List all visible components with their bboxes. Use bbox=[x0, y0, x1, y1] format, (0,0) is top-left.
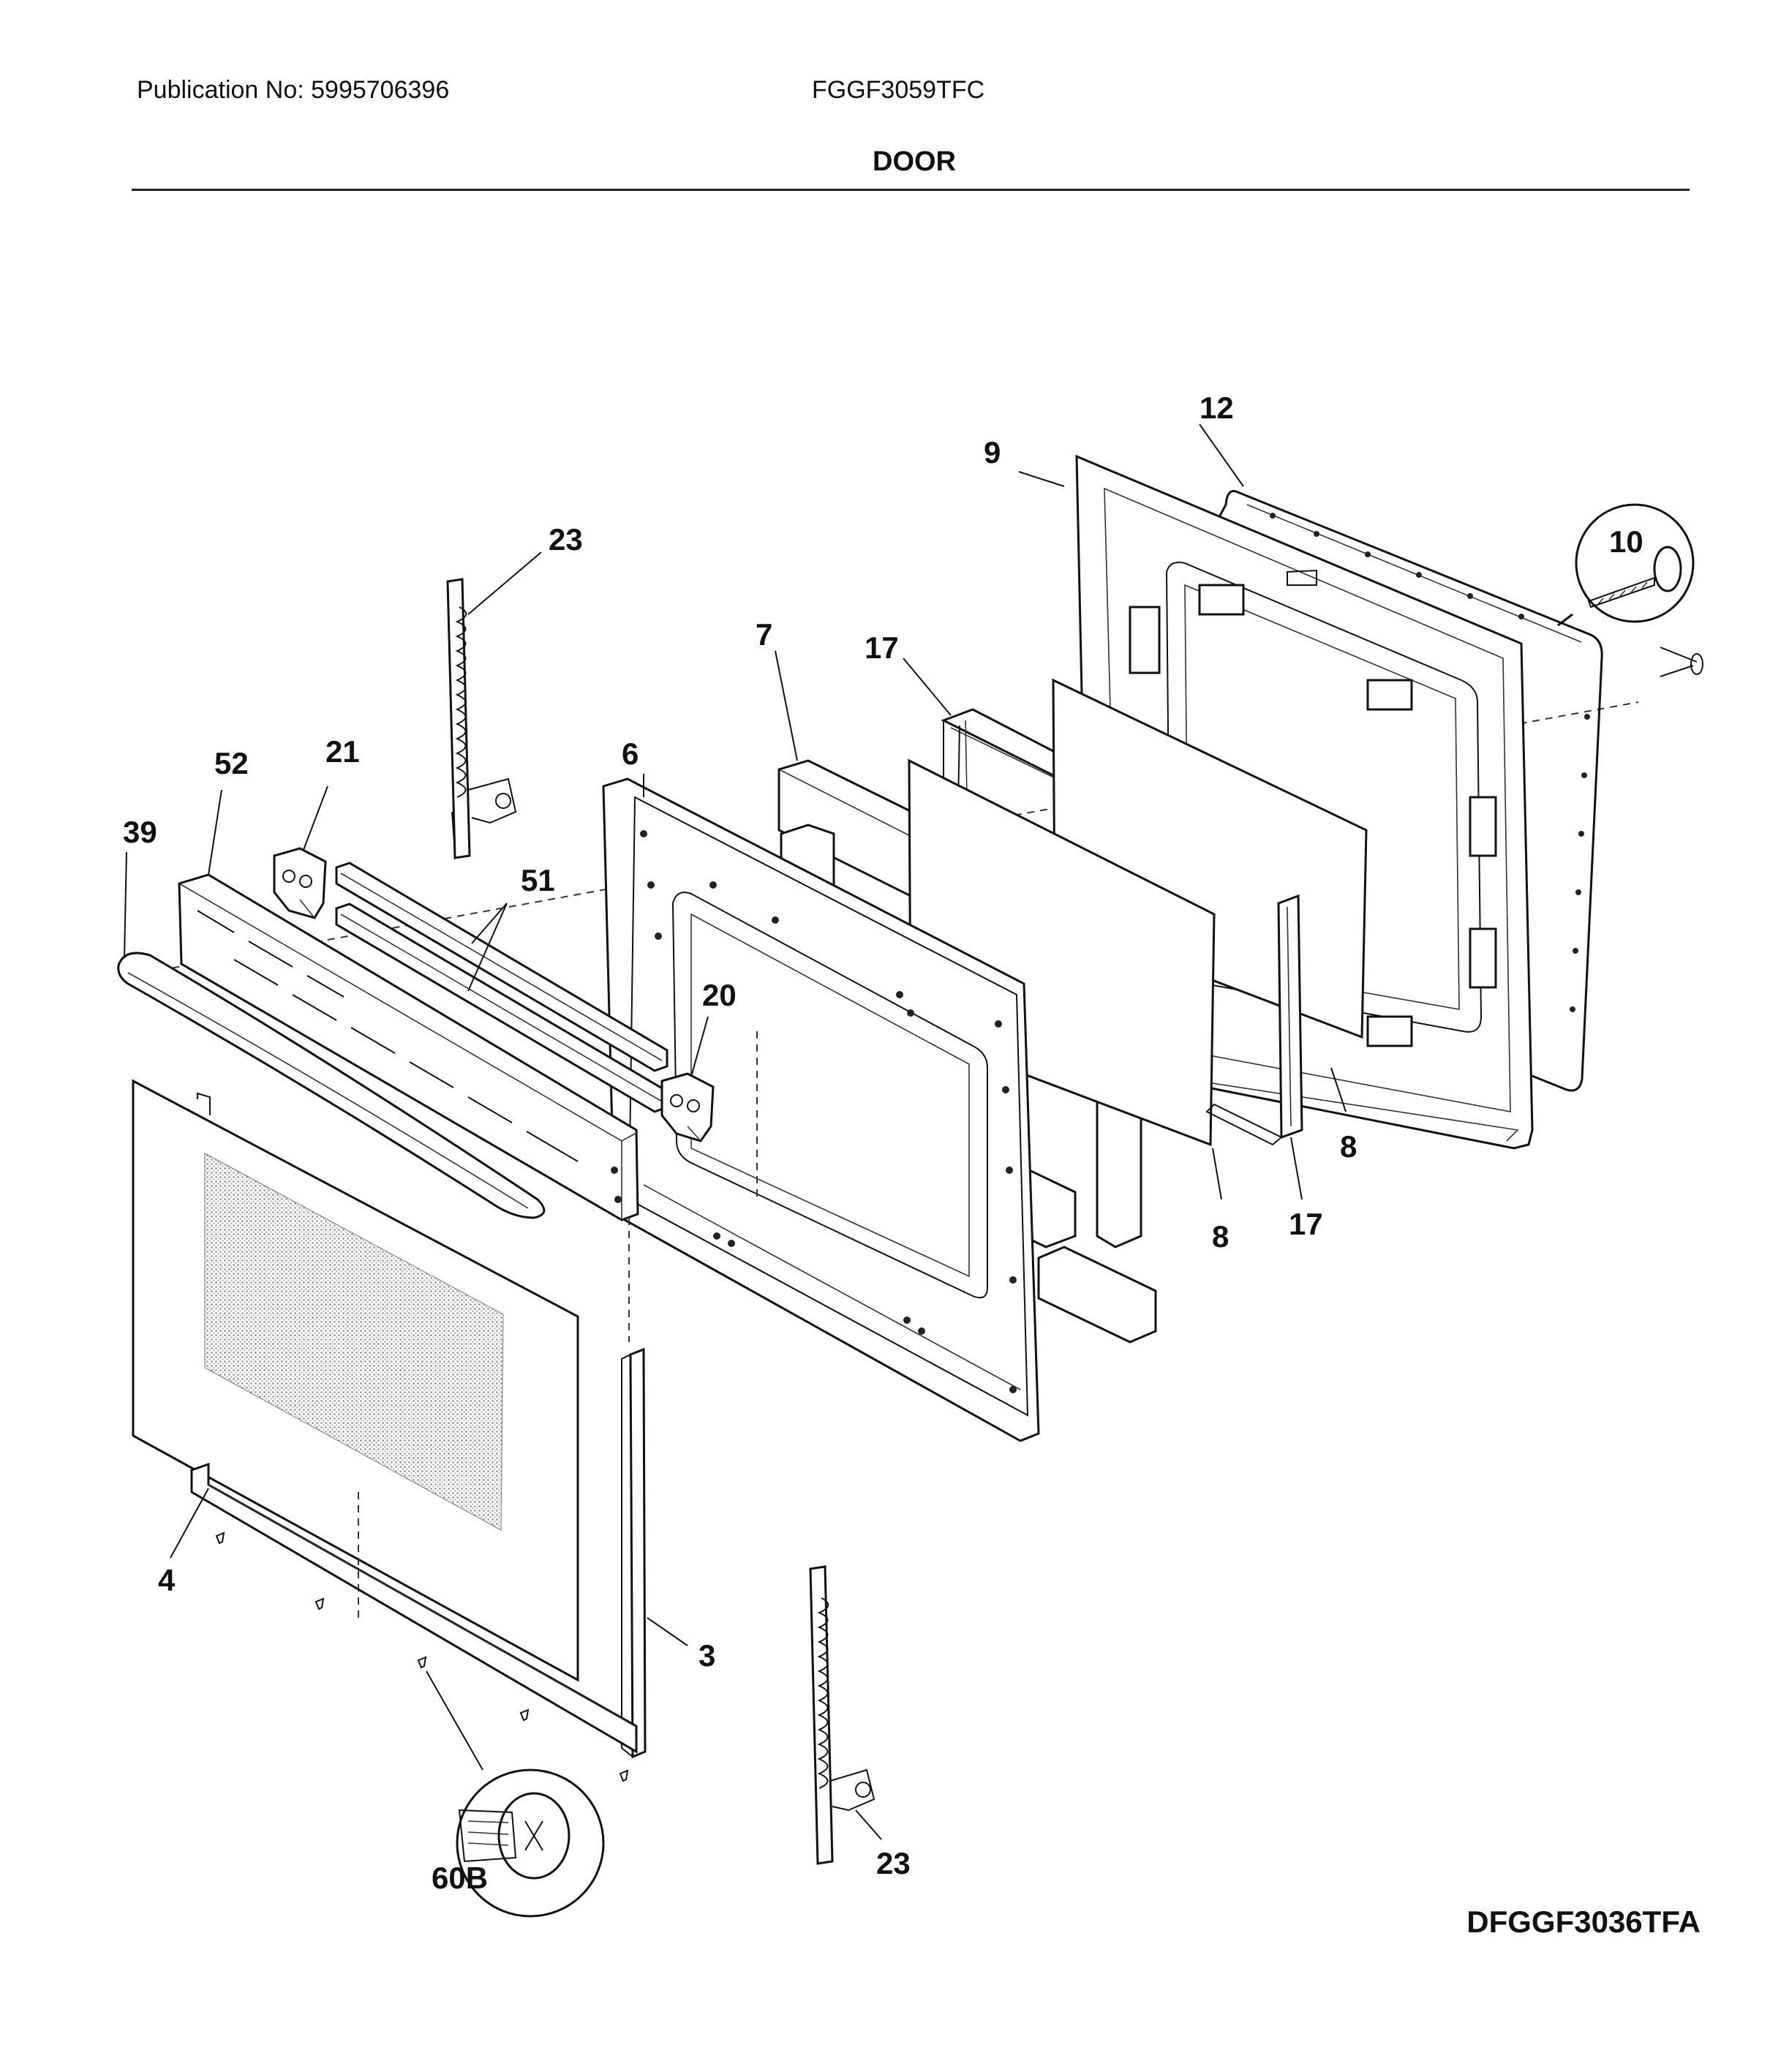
callout-60b: 60B bbox=[432, 1861, 488, 1895]
callout-39: 39 bbox=[123, 815, 157, 849]
callout-17-lower: 17 bbox=[1289, 1207, 1323, 1241]
part-51-seals bbox=[335, 862, 669, 1113]
callout-8-front: 8 bbox=[1212, 1219, 1229, 1254]
part-23-hinge-lower bbox=[809, 1565, 875, 1865]
callout-17-upper: 17 bbox=[865, 630, 899, 665]
leader-lines bbox=[124, 423, 1347, 1840]
callout-23-lower: 23 bbox=[876, 1846, 911, 1880]
callout-51: 51 bbox=[521, 863, 555, 897]
part-10-screw-detail bbox=[1557, 503, 1703, 677]
part-3-side-trim bbox=[621, 1347, 647, 1759]
callout-20: 20 bbox=[702, 978, 737, 1012]
callout-9: 9 bbox=[984, 435, 1001, 470]
part-3-outer-door-glass bbox=[132, 1079, 579, 1682]
part-23-hinge-upper bbox=[446, 578, 517, 859]
publication-number: Publication No: 5995706396 bbox=[137, 76, 450, 104]
header-divider bbox=[132, 189, 1690, 191]
diagram-code: DFGGF3036TFA bbox=[1466, 1905, 1701, 1939]
part-12-door-gasket bbox=[1213, 489, 1603, 1092]
callout-10: 10 bbox=[1609, 524, 1643, 559]
callout-23-upper: 23 bbox=[549, 522, 583, 557]
callout-52: 52 bbox=[214, 746, 249, 780]
part-60b-screw-detail bbox=[456, 1768, 605, 1918]
callout-8-rear: 8 bbox=[1340, 1129, 1357, 1164]
part-39-door-handle bbox=[117, 952, 546, 1219]
callout-21: 21 bbox=[325, 734, 360, 769]
assembly-axis bbox=[146, 701, 1639, 973]
part-21-bracket-left bbox=[273, 847, 327, 919]
model-number: FGGF3059TFC bbox=[812, 76, 985, 104]
part-60b-screws bbox=[215, 1532, 629, 1782]
callout-6: 6 bbox=[622, 736, 639, 771]
part-20-bracket-right bbox=[660, 1072, 715, 1142]
callout-4: 4 bbox=[158, 1563, 176, 1597]
part-17-glass-frame-lower bbox=[1205, 894, 1303, 1146]
part-4-door-bottom-trim bbox=[190, 1462, 638, 1754]
callout-3: 3 bbox=[698, 1638, 715, 1673]
callout-7: 7 bbox=[756, 617, 772, 652]
callout-12: 12 bbox=[1200, 391, 1234, 425]
part-6-door-frame bbox=[602, 777, 1040, 1442]
section-title: DOOR bbox=[873, 146, 956, 177]
